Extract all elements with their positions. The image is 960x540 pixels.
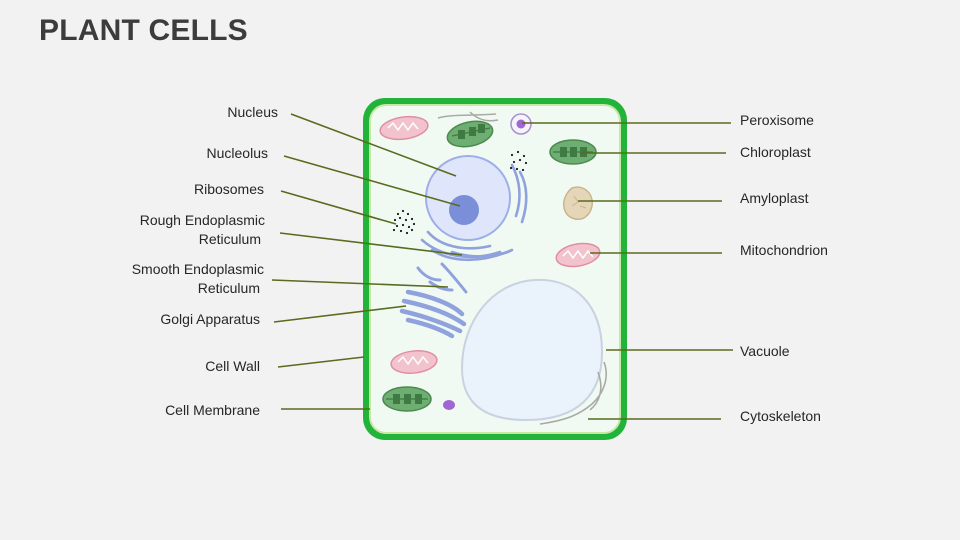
rough-endoplasmic-reticulum (420, 163, 528, 262)
leader-cell-wall (277, 356, 365, 368)
leader-ribosomes (280, 190, 397, 225)
label-smooth-er-line2: Reticulum (198, 280, 260, 296)
chloroplast-bottom (382, 386, 432, 412)
label-mitochondrion: Mitochondrion (740, 242, 828, 258)
chloroplast-top (446, 120, 494, 148)
label-vacuole: Vacuole (740, 343, 790, 359)
label-nucleus: Nucleus (227, 104, 278, 120)
labels-left: Nucleus Nucleolus Ribosomes Rough Endopl… (132, 104, 278, 418)
label-rough-er-line2: Reticulum (199, 231, 261, 247)
vesicle (443, 400, 455, 410)
label-amyloplast: Amyloplast (740, 190, 809, 206)
peroxisome (510, 113, 532, 135)
nucleolus (449, 195, 479, 225)
vacuole (460, 278, 604, 422)
chloroplast-right (549, 139, 597, 165)
nucleus (425, 155, 511, 241)
leader-nucleus (290, 113, 457, 177)
leader-lines (271, 113, 733, 420)
ribosomes (392, 209, 416, 235)
label-golgi: Golgi Apparatus (160, 311, 260, 327)
label-cell-wall: Cell Wall (205, 358, 260, 374)
mitochondrion-left (390, 350, 438, 374)
page-title: PLANT CELLS (39, 14, 248, 47)
mitochondrion-right (555, 242, 601, 268)
labels-right: Peroxisome Chloroplast Amyloplast Mitoch… (740, 112, 828, 424)
smooth-endoplasmic-reticulum (416, 262, 468, 294)
label-ribosomes: Ribosomes (194, 181, 264, 197)
amyloplast (563, 186, 593, 220)
cytoskeleton (539, 361, 608, 425)
label-rough-er-line1: Rough Endoplasmic (140, 212, 265, 228)
mitochondrion-top (379, 115, 429, 141)
label-cytoskeleton: Cytoskeleton (740, 408, 821, 424)
leader-rough-er (279, 232, 463, 256)
label-cell-membrane: Cell Membrane (165, 402, 260, 418)
leader-golgi (273, 305, 407, 323)
leader-smooth-er (271, 279, 449, 288)
label-nucleolus: Nucleolus (207, 145, 268, 161)
label-chloroplast: Chloroplast (740, 144, 811, 160)
cytoskeleton-top (437, 111, 499, 122)
golgi-apparatus (399, 289, 467, 339)
leader-nucleolus (283, 155, 461, 207)
ribosomes-cluster-2 (509, 150, 528, 172)
label-smooth-er-line1: Smooth Endoplasmic (132, 261, 264, 277)
label-peroxisome: Peroxisome (740, 112, 814, 128)
